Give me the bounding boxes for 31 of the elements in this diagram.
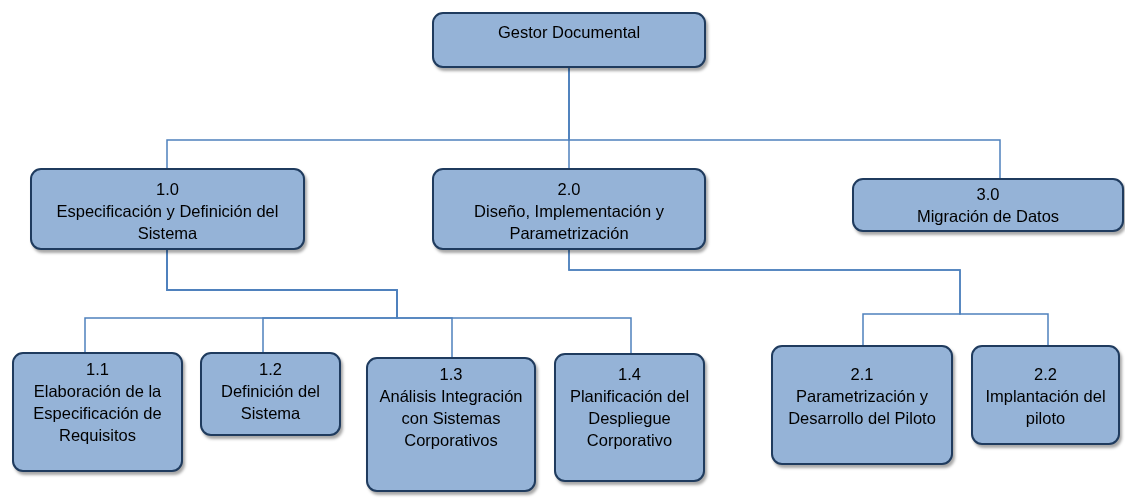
task-number: 1.3 xyxy=(439,364,463,385)
task-number: 3.0 xyxy=(976,184,1000,205)
task-number: 2.2 xyxy=(1034,364,1057,385)
task-box xyxy=(200,352,341,436)
task-title: Parametrización y Desarrollo del Piloto xyxy=(787,386,937,429)
task-title: Diseño, Implementación y Parametrización xyxy=(473,201,665,244)
task-title: Elaboración de la Especificación de Requisitos xyxy=(32,381,163,446)
task-box xyxy=(971,345,1120,445)
task-number: 2.1 xyxy=(850,364,874,385)
task-number: 2.0 xyxy=(557,179,581,200)
task-box xyxy=(366,357,536,492)
task-title: Implantación del piloto xyxy=(984,386,1107,429)
connector-line xyxy=(568,67,1001,179)
task-box xyxy=(30,168,305,250)
task-number: 1.1 xyxy=(86,359,109,380)
task-number: 1.4 xyxy=(618,364,641,385)
task-title: Especificación y Definición del Sistema xyxy=(55,201,280,244)
task-box xyxy=(432,12,706,68)
task-box xyxy=(554,353,705,482)
task-title: Migración de Datos xyxy=(916,206,1060,227)
task-number: 1.2 xyxy=(259,359,282,380)
task-box xyxy=(432,168,706,250)
task-title: Planificación del Despliegue Corporativo xyxy=(568,386,691,451)
task-title: Análisis Integración con Sistemas Corporativos xyxy=(378,386,524,451)
task-box xyxy=(771,345,953,465)
task-number: 1.0 xyxy=(156,179,179,200)
task-title: Definición del Sistema xyxy=(219,381,322,424)
task-title: Gestor Documental xyxy=(497,22,641,43)
task-box xyxy=(852,178,1124,232)
task-box xyxy=(12,352,183,472)
connector-line xyxy=(568,249,1049,346)
